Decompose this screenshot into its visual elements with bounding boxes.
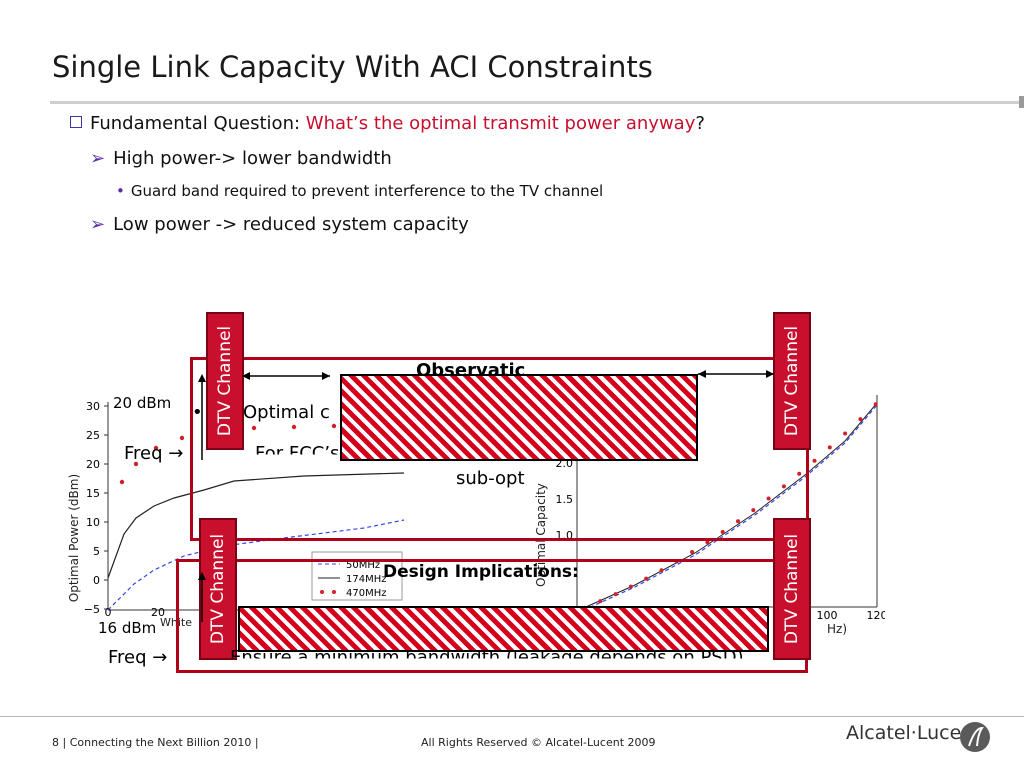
right-point: [644, 576, 649, 581]
legend-174: 174MHz: [346, 574, 386, 585]
left-chart-ylabel: Optimal Power (dBm): [67, 474, 81, 602]
square-bullet-icon: [70, 116, 82, 128]
bullet-text: Guard band required to prevent interfere…: [130, 182, 604, 200]
dtv-channel-top-left: DTV Channel: [206, 312, 244, 450]
left-chart-xticks: 0 20: [105, 606, 166, 619]
left-chart-yticks: 30 25 20 15 10 5 0 −5: [84, 400, 108, 616]
right-point: [751, 508, 756, 513]
left-ytick-label: 25: [86, 429, 100, 442]
right-point: [659, 568, 664, 573]
freq-label-bottom: Freq →: [108, 647, 168, 668]
right-ytick-label: 1.5: [556, 493, 574, 506]
right-dashed-line: [576, 404, 878, 614]
right-point: [628, 584, 633, 589]
legend-470: 470MHz: [346, 588, 386, 599]
right-point: [781, 484, 786, 489]
left-ytick-label: 10: [86, 516, 100, 529]
left-xtick-label: 0: [105, 606, 112, 619]
bullet-level2-b: ➢ Low power -> reduced system capacity: [90, 214, 469, 235]
right-point: [797, 471, 802, 476]
power-16dbm-label: 16 dBm: [98, 619, 157, 637]
footer-copyright: All Rights Reserved © Alcatel-Lucent 200…: [421, 736, 656, 749]
series-470-point: [251, 425, 257, 431]
legend-50: 50MHz: [346, 560, 380, 571]
right-xtick-label: 100: [817, 609, 838, 622]
bandwidth-arrows: [198, 370, 774, 622]
highlight-text: What’s the optimal transmit power anyway: [305, 113, 696, 134]
bullet-level1: Fundamental Question: What’s the optimal…: [70, 113, 705, 134]
right-point: [720, 530, 725, 534]
arrow-bullet-icon: ➢: [90, 148, 106, 169]
right-point: [873, 402, 878, 407]
right-point: [690, 550, 695, 554]
legend-swatch-470b: [332, 590, 336, 594]
right-point: [843, 431, 848, 436]
right-point: [598, 599, 603, 604]
right-solid-line: [576, 402, 878, 612]
bullet-text: Fundamental Question:: [90, 113, 306, 134]
series-174mhz-line: [107, 472, 405, 579]
company-logo-icon: [960, 722, 990, 752]
title-divider: [50, 101, 1024, 104]
dot-bullet-icon: •: [116, 182, 125, 200]
hatched-overlay-top: [340, 374, 698, 461]
dtv-channel-bottom-right: DTV Channel: [773, 518, 811, 660]
bullet-suffix: ?: [695, 113, 705, 134]
left-ytick-label: 30: [86, 400, 100, 413]
title-divider-end: [1019, 96, 1024, 108]
left-ytick-label: −5: [84, 603, 100, 616]
right-point: [705, 540, 710, 545]
right-chart-xticks: 100 120: [817, 609, 886, 622]
footer-divider: [0, 716, 1024, 717]
bullet-level2-a: ➢ High power-> lower bandwidth: [90, 148, 392, 169]
optimal-text: Optimal c: [243, 402, 330, 423]
company-logo-text: Alcatel·Lucent: [846, 722, 981, 744]
right-point: [827, 445, 832, 450]
right-chart-xlabel-fragment: Hz): [827, 622, 847, 635]
series-470-point: [153, 445, 159, 451]
design-line: Ensure a minimum bandwidth (leakage depe…: [230, 647, 744, 668]
power-20dbm-label: 20 dBm: [113, 394, 172, 412]
suboptimal-text: sub-opt: [456, 468, 525, 489]
hatched-overlay-bottom: [238, 606, 769, 652]
right-xtick-label: 120: [867, 609, 886, 622]
right-point: [613, 592, 618, 597]
left-ytick-label: 20: [86, 458, 100, 471]
left-ytick-label: 15: [86, 487, 100, 500]
bullet-level3: • Guard band required to prevent interfer…: [116, 182, 603, 200]
right-point: [766, 496, 771, 501]
series-470-point: [291, 424, 297, 430]
dtv-channel-bottom-left: DTV Channel: [199, 518, 237, 660]
left-xtick-label: 20: [151, 606, 165, 619]
series-470-point: [133, 461, 139, 467]
footer-page-info: 8 | Connecting the Next Billion 2010 |: [52, 736, 259, 749]
right-point: [858, 417, 863, 422]
left-ytick-label: 0: [93, 574, 100, 587]
right-point: [736, 519, 740, 524]
slide-title: Single Link Capacity With ACI Constraint…: [52, 50, 653, 84]
series-470-point: [179, 435, 185, 441]
series-50mhz-line: [107, 519, 405, 611]
chart-cover: [408, 458, 578, 608]
design-title: Design Implications:: [383, 562, 579, 582]
dtv-channel-top-right: DTV Channel: [773, 312, 811, 450]
bullet-text: Low power -> reduced system capacity: [113, 214, 469, 235]
legend-swatch-470a: [320, 590, 324, 594]
series-470-point: [331, 423, 337, 429]
arrow-bullet-icon: ➢: [90, 214, 106, 235]
bullet-text: High power-> lower bandwidth: [113, 148, 392, 169]
right-point: [812, 458, 817, 463]
left-ytick-label: 5: [93, 545, 100, 558]
freq-label-top: Freq →: [124, 443, 184, 464]
bullet-dot: •: [192, 402, 203, 423]
series-470-point: [119, 479, 125, 485]
